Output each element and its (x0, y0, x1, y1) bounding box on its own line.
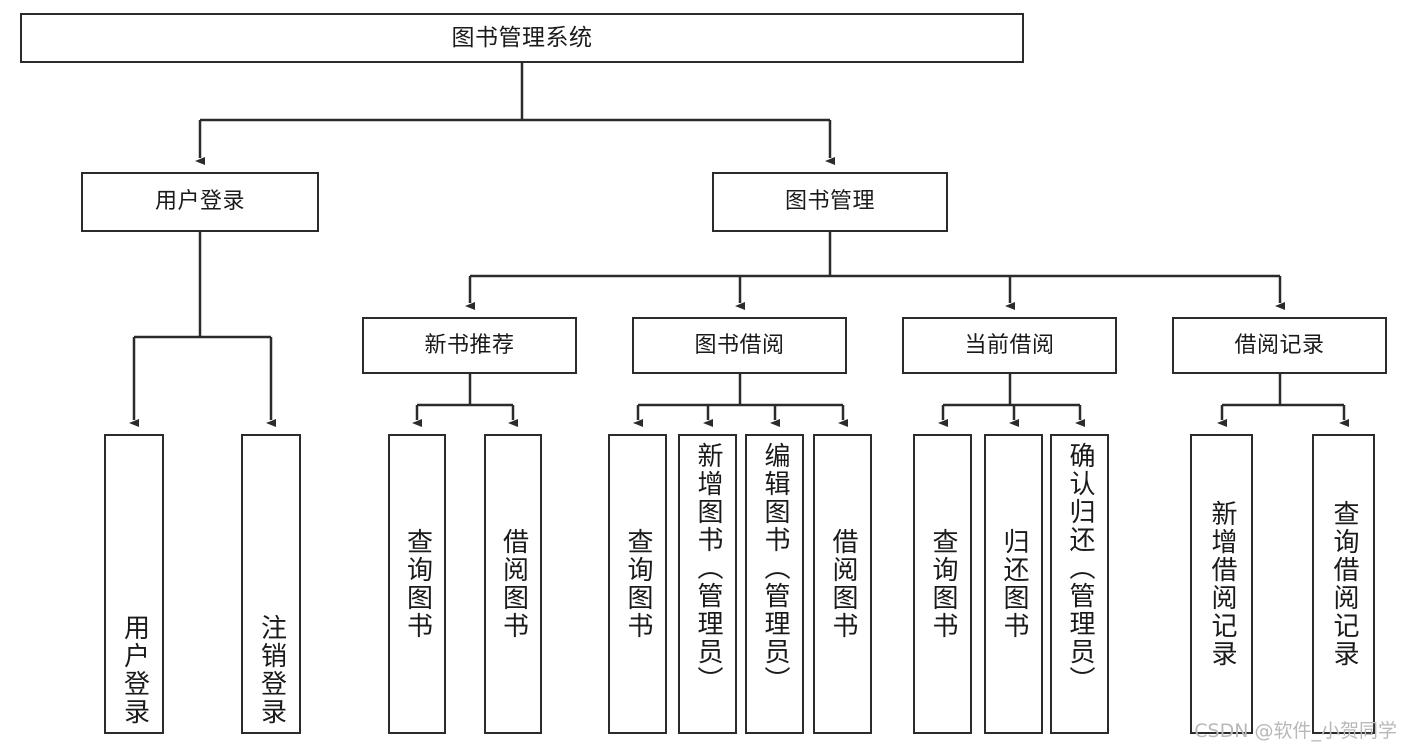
node-user-login[interactable]: 用户登录 (81, 172, 319, 232)
node-label: 借阅图书 (828, 528, 859, 640)
node-label: 借阅记录 (1234, 332, 1325, 358)
node-label: 查询借阅记录 (1329, 500, 1360, 668)
node-label: 确认归还（管理员） (1065, 442, 1096, 694)
node-leaf-add-record[interactable]: 新增借阅记录 (1190, 434, 1253, 734)
node-label: 用户登录 (154, 189, 245, 215)
node-label: 用户登录 (119, 614, 150, 726)
node-leaf-query-record[interactable]: 查询借阅记录 (1312, 434, 1375, 734)
node-label: 当前借阅 (964, 332, 1055, 358)
node-new-book-rec[interactable]: 新书推荐 (362, 317, 577, 374)
node-label: 图书管理系统 (451, 24, 593, 51)
node-label: 查询图书 (623, 528, 654, 640)
node-label: 注销登录 (256, 614, 287, 726)
node-leaf-add-book[interactable]: 新增图书（管理员） (678, 434, 737, 734)
node-leaf-borrow-book-2[interactable]: 借阅图书 (813, 434, 872, 734)
node-book-borrow[interactable]: 图书借阅 (632, 317, 847, 374)
watermark-text: CSDN @软件_小贺同学 (1194, 720, 1397, 742)
node-label: 借阅图书 (498, 528, 529, 640)
node-label: 图书借阅 (694, 332, 785, 358)
node-leaf-edit-book[interactable]: 编辑图书（管理员） (745, 434, 804, 734)
node-label: 图书管理 (784, 189, 875, 215)
node-root[interactable]: 图书管理系统 (20, 13, 1024, 63)
node-label: 查询图书 (402, 528, 433, 640)
node-leaf-confirm-ret[interactable]: 确认归还（管理员） (1050, 434, 1109, 734)
node-current-borrow[interactable]: 当前借阅 (902, 317, 1117, 374)
node-leaf-user-logout[interactable]: 注销登录 (241, 434, 301, 734)
node-label: 新书推荐 (424, 332, 515, 358)
node-label: 新增借阅记录 (1207, 500, 1238, 668)
node-leaf-query-book-3[interactable]: 查询图书 (913, 434, 972, 734)
node-label: 新增图书（管理员） (693, 442, 724, 694)
node-label: 归还图书 (999, 528, 1030, 640)
node-label: 编辑图书（管理员） (760, 442, 791, 694)
node-leaf-query-book-2[interactable]: 查询图书 (608, 434, 667, 734)
node-label: 查询图书 (928, 528, 959, 640)
node-book-manage[interactable]: 图书管理 (712, 172, 948, 232)
node-leaf-borrow-book-1[interactable]: 借阅图书 (484, 434, 542, 734)
node-leaf-return-book[interactable]: 归还图书 (984, 434, 1043, 734)
node-leaf-user-login[interactable]: 用户登录 (104, 434, 164, 734)
node-borrow-record[interactable]: 借阅记录 (1172, 317, 1387, 374)
node-leaf-query-book-1[interactable]: 查询图书 (388, 434, 446, 734)
